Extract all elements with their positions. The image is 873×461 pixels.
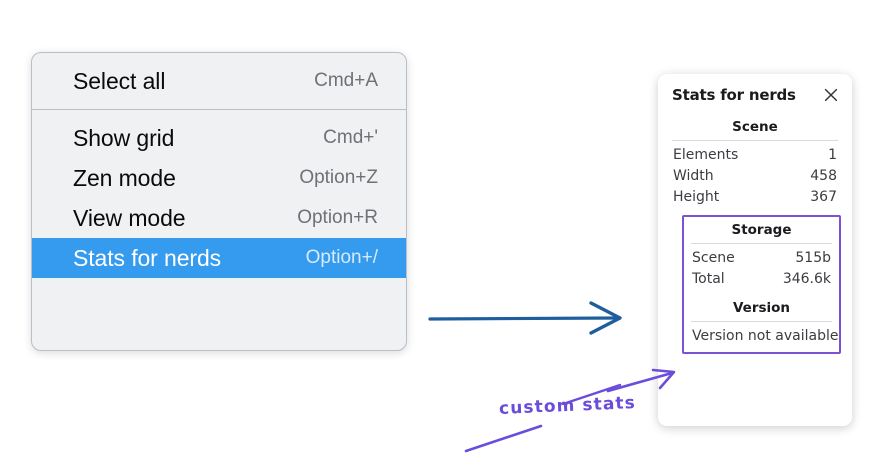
stat-row: Elements 1 [668,144,842,165]
blue-arrow-annotation [428,301,622,335]
menu-item-select-all[interactable]: Select all Cmd+A [32,61,406,101]
menu-item-shortcut: Cmd+' [323,127,378,148]
scene-divider [672,140,838,141]
menu-group-2: Show grid Cmd+' Zen mode Option+Z View m… [32,110,406,286]
panel-title: Stats for nerds [672,86,796,104]
menu-item-label: Stats for nerds [73,244,222,271]
stats-for-nerds-panel: Stats for nerds Scene Elements 1 Width 4… [658,74,852,426]
custom-stats-annotation-label: custom stats [498,393,637,419]
purple-arrow-annotation-lower [464,424,543,453]
menu-item-show-grid[interactable]: Show grid Cmd+' [32,118,406,158]
stat-value: 346.6k [782,270,831,287]
menu-item-shortcut: Option+Z [299,167,378,188]
version-heading: Version [732,300,791,316]
close-icon[interactable] [822,86,840,104]
menu-item-label: View mode [73,204,186,231]
menu-item-shortcut: Option+R [297,207,378,228]
stat-row: Height 367 [668,186,842,207]
stat-row: Width 458 [668,165,842,186]
menu-item-stats-for-nerds[interactable]: Stats for nerds Option+/ [32,238,406,278]
menu-separator [32,109,406,110]
menu-item-view-mode[interactable]: View mode Option+R [32,198,406,238]
custom-stats-highlight-box: Storage Scene 515b Total 346.6k Version … [682,215,841,354]
version-section: Version Version not available [687,298,839,347]
stat-key: Height [673,188,720,205]
stat-value: 367 [810,188,837,205]
panel-header: Stats for nerds [668,86,842,104]
menu-group-1: Select all Cmd+A [32,53,406,109]
section-spacer [687,289,836,298]
stat-value: 515b [795,249,831,266]
menu-item-label: Show grid [73,124,175,151]
menu-item-label: Select all [73,67,166,94]
menu-item-zen-mode[interactable]: Zen mode Option+Z [32,158,406,198]
stat-key: Scene [692,249,735,266]
scene-section: Scene Elements 1 Width 458 Height 367 [668,117,842,213]
scene-heading: Scene [732,119,778,135]
storage-heading: Storage [731,222,792,238]
version-text: Version not available [692,328,839,344]
menu-item-label: Zen mode [73,164,176,191]
stat-value: 1 [828,146,837,163]
stat-key: Width [673,167,714,184]
storage-section: Storage Scene 515b Total 346.6k [687,220,836,289]
stat-row: Total 346.6k [687,268,836,289]
stat-row: Scene 515b [687,247,836,268]
stat-key: Total [692,270,725,287]
menu-item-shortcut: Cmd+A [314,70,378,91]
storage-divider [691,243,832,244]
stat-key: Elements [673,146,739,163]
context-menu: Select all Cmd+A Show grid Cmd+' Zen mod… [31,52,407,351]
stat-value: 458 [810,167,837,184]
menu-item-shortcut: Option+/ [305,247,378,268]
version-divider [691,321,832,322]
